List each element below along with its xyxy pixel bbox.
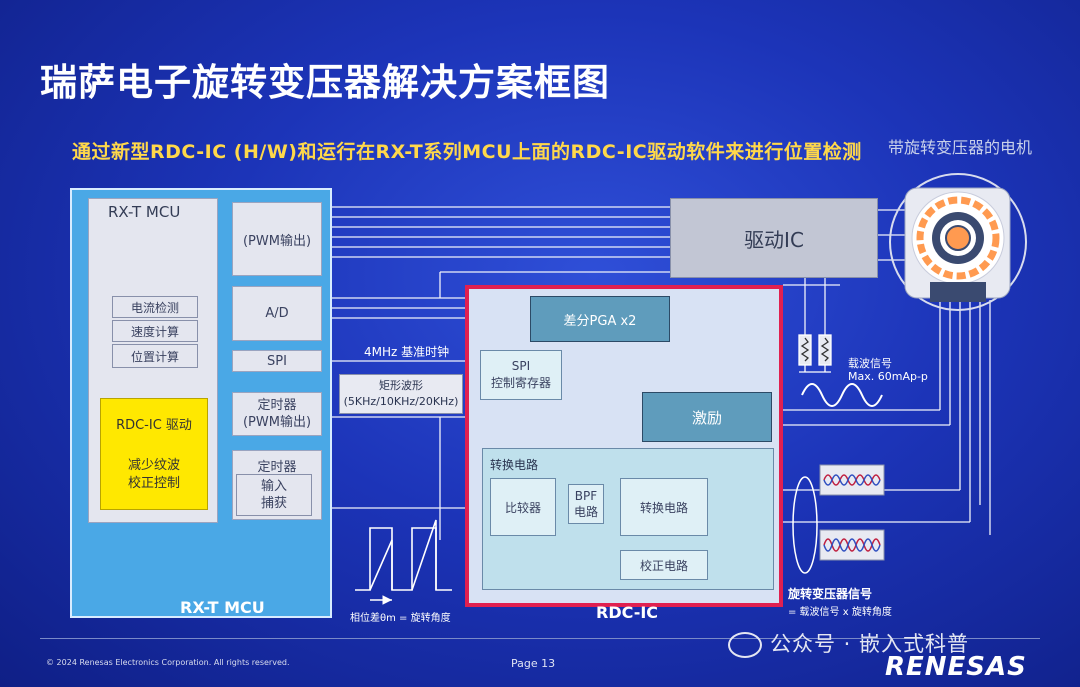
correction-circuit-box: 校正电路 xyxy=(620,550,708,580)
current-detect-box: 电流检测 xyxy=(112,296,198,318)
rect-wave-box: 矩形波形 (5KHz/10KHz/20KHz) xyxy=(339,374,463,414)
resolver-formula-label: = 载波信号 x 旋转角度 xyxy=(788,607,892,618)
watermark-text: 公众号 · 嵌入式科普 xyxy=(770,632,970,656)
speed-calc-box: 速度计算 xyxy=(112,320,198,342)
position-calc-box: 位置计算 xyxy=(112,344,198,368)
page-subtitle: 通过新型RDC-IC (H/W)和运行在RX-T系列MCU上面的RDC-IC驱动… xyxy=(72,141,862,163)
motor-label: 带旋转变压器的电机 xyxy=(888,138,1033,157)
carrier-max-label: Max. 60mAp-p xyxy=(848,370,928,383)
page-number: Page 13 xyxy=(511,657,556,670)
rect-wave-freq: (5KHz/10KHz/20KHz) xyxy=(343,395,459,408)
phase-label: 相位差θm = 旋转角度 xyxy=(350,613,451,624)
rdc-driver-label: RDC-IC 驱动 xyxy=(116,418,192,433)
mcu-core-label: RX-T MCU xyxy=(108,203,181,221)
pwm-output-box: (PWM输出) xyxy=(232,202,322,276)
renesas-logo: RENESAS xyxy=(885,652,1027,682)
excite-box: 激励 xyxy=(642,392,772,442)
footer-divider xyxy=(40,638,1040,639)
bpf-box: BPF 电路 xyxy=(568,484,604,524)
comparator-box: 比较器 xyxy=(490,478,556,536)
resolver-signal-label: 旋转变压器信号 xyxy=(788,587,873,601)
rdc-driver-box: RDC-IC 驱动 减少纹波 校正控制 xyxy=(100,398,208,510)
clock-label: 4MHz 基准时钟 xyxy=(364,345,450,359)
ad-box: A/D xyxy=(232,286,322,341)
conversion-area-label: 转换电路 xyxy=(490,458,539,472)
watermark: 公众号 · 嵌入式科普 xyxy=(728,628,969,658)
timer-pwm-box: 定时器 (PWM输出) xyxy=(232,392,322,436)
wechat-icon xyxy=(728,632,762,658)
rdc-bottom-label: RDC-IC xyxy=(596,603,659,622)
conversion-circuit-box: 转换电路 xyxy=(620,478,708,536)
driver-ic-box: 驱动IC xyxy=(670,198,878,278)
input-capture-box: 输入 捕获 xyxy=(236,474,312,516)
page-title: 瑞萨电子旋转变压器解决方案框图 xyxy=(40,61,610,104)
copyright: © 2024 Renesas Electronics Corporation. … xyxy=(46,658,290,667)
pga-box: 差分PGA x2 xyxy=(530,296,670,342)
ripple-correction-label: 减少纹波 校正控制 xyxy=(127,458,180,491)
spi-register-box: SPI 控制寄存器 xyxy=(480,350,562,400)
mcu-bottom-label: RX-T MCU xyxy=(180,598,265,617)
spi-box: SPI xyxy=(232,350,322,372)
rect-wave-title: 矩形波形 xyxy=(379,379,423,392)
carrier-label: 载波信号 xyxy=(848,357,892,370)
